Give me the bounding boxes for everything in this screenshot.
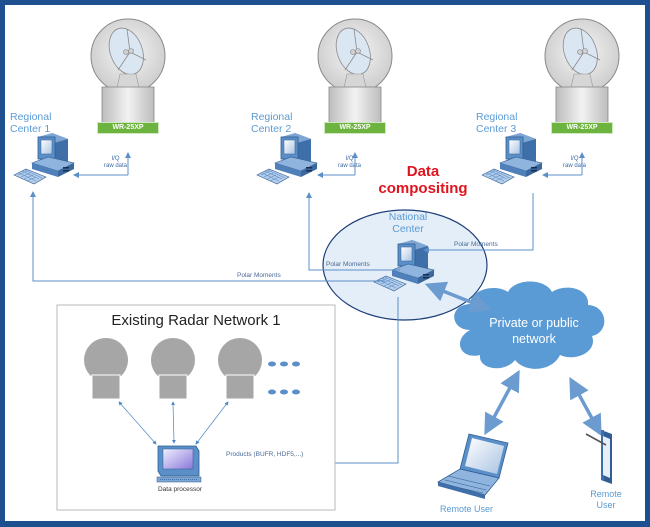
iq-label-line1: I/Q (345, 156, 354, 162)
regional-center-3-label: Regional Center 3 (476, 111, 517, 135)
radar-3-model-badge: WR-25XP (551, 122, 613, 134)
existing-radar-2-icon (151, 338, 195, 400)
regional-center-1-label-line1: Regional (10, 111, 52, 123)
iq-raw-data-label-1: I/Q raw data (104, 156, 127, 170)
national-center-label-line2: Center (392, 223, 424, 235)
iq-label-line2: raw data (338, 163, 362, 169)
polar-moments-label-3: Polar Moments (454, 241, 498, 248)
data-processor-icon (156, 445, 202, 483)
national-center-label: National Center (373, 211, 443, 235)
regional-center-3-label-line2: Center 3 (476, 123, 517, 135)
radar-2-model-badge: WR-25XP (324, 122, 386, 134)
iq-label-line1: I/Q (570, 156, 579, 162)
data-compositing-line1: Data (406, 163, 440, 180)
polar-moments-link-2 (306, 192, 400, 271)
regional-center-1-label-line2: Center 1 (10, 123, 51, 135)
existing-link-2 (171, 401, 176, 444)
remote-user-laptop-icon (436, 433, 509, 499)
regional-center-2-label: Regional Center 2 (251, 111, 292, 135)
cloud-laptop-link (484, 369, 520, 436)
remote-user-2-label-line2: User (596, 500, 616, 510)
radar-1-model-badge: WR-25XP (97, 122, 159, 134)
data-compositing-line2: compositing (378, 180, 468, 197)
remote-user-tablet-icon (585, 430, 612, 484)
polar-moments-link-1 (30, 191, 385, 282)
existing-network-title: Existing Radar Network 1 (111, 312, 281, 329)
more-radars-dots (268, 361, 300, 395)
iq-raw-data-label-2: I/Q raw data (338, 156, 361, 170)
remote-user-2-label: Remote User (584, 489, 628, 511)
network-cloud-label-line1: Private or public (489, 316, 579, 330)
national-center-label-line1: National (388, 211, 428, 223)
network-cloud-icon (454, 281, 605, 369)
network-cloud-label: Private or public network (472, 315, 596, 347)
regional-center-3-computer-icon (481, 132, 543, 185)
remote-user-2-label-line1: Remote (590, 489, 622, 499)
regional-center-2-computer-icon (256, 132, 318, 185)
existing-link-1 (118, 401, 157, 445)
regional-center-2-label-line2: Center 2 (251, 123, 292, 135)
data-processor-label: Data processor (157, 486, 203, 493)
radar-3-icon (544, 18, 620, 126)
regional-center-3-label-line1: Regional (476, 111, 518, 123)
radar-2-icon (317, 18, 393, 126)
iq-label-line2: raw data (563, 163, 587, 169)
national-cloud-link (424, 281, 492, 313)
products-label: Products (BUFR, HDF5,...) (226, 451, 304, 458)
remote-user-1-label: Remote User (440, 504, 494, 514)
regional-center-2-label-line1: Regional (251, 111, 293, 123)
iq-raw-data-label-3: I/Q raw data (563, 156, 586, 170)
data-compositing-title: Data compositing (368, 163, 478, 197)
existing-radar-3-icon (218, 338, 262, 400)
polar-moments-label-2: Polar Moments (326, 261, 370, 268)
network-cloud-label-line2: network (512, 332, 556, 346)
regional-center-1-computer-icon (13, 132, 75, 185)
existing-link-3 (195, 401, 229, 445)
iq-label-line1: I/Q (111, 156, 120, 162)
existing-radar-1-icon (84, 338, 128, 400)
polar-moments-link-3 (423, 193, 534, 253)
cloud-tablet-link (569, 376, 602, 437)
radar-1-icon (90, 18, 166, 126)
iq-label-line2: raw data (104, 163, 128, 169)
polar-moments-label-1: Polar Moments (237, 272, 281, 279)
regional-center-1-label: Regional Center 1 (10, 111, 51, 135)
